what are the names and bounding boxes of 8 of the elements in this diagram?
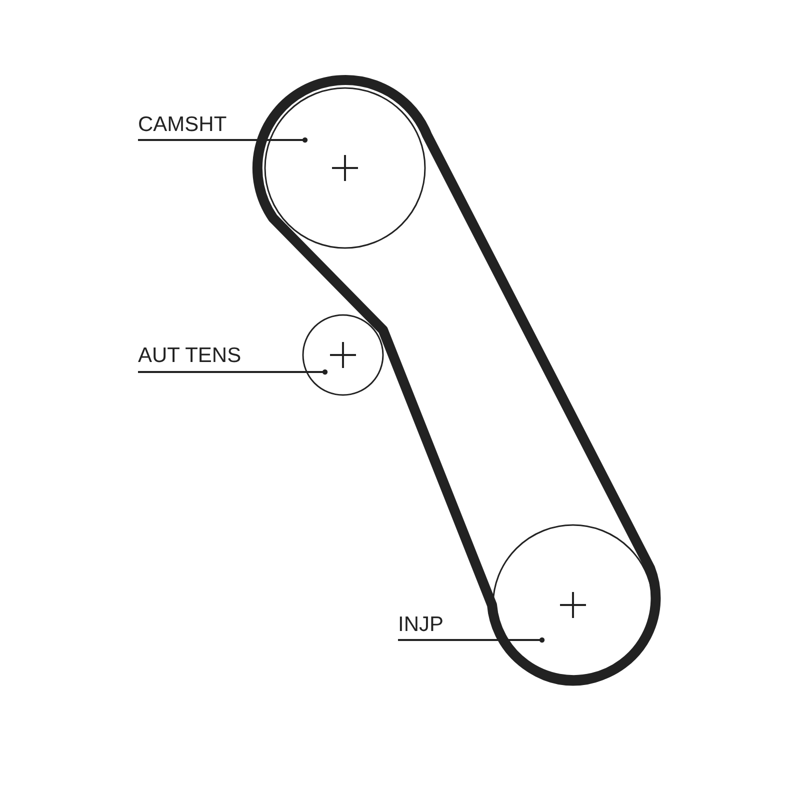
- leader-line: [138, 137, 308, 143]
- pulley: [302, 314, 384, 396]
- leader-line: [138, 369, 328, 375]
- part-label: AUT TENS: [138, 345, 242, 366]
- part-label: INJP: [398, 614, 444, 635]
- leader-line: [398, 637, 545, 643]
- pulley: [264, 87, 426, 249]
- part-label: CAMSHT: [138, 114, 227, 135]
